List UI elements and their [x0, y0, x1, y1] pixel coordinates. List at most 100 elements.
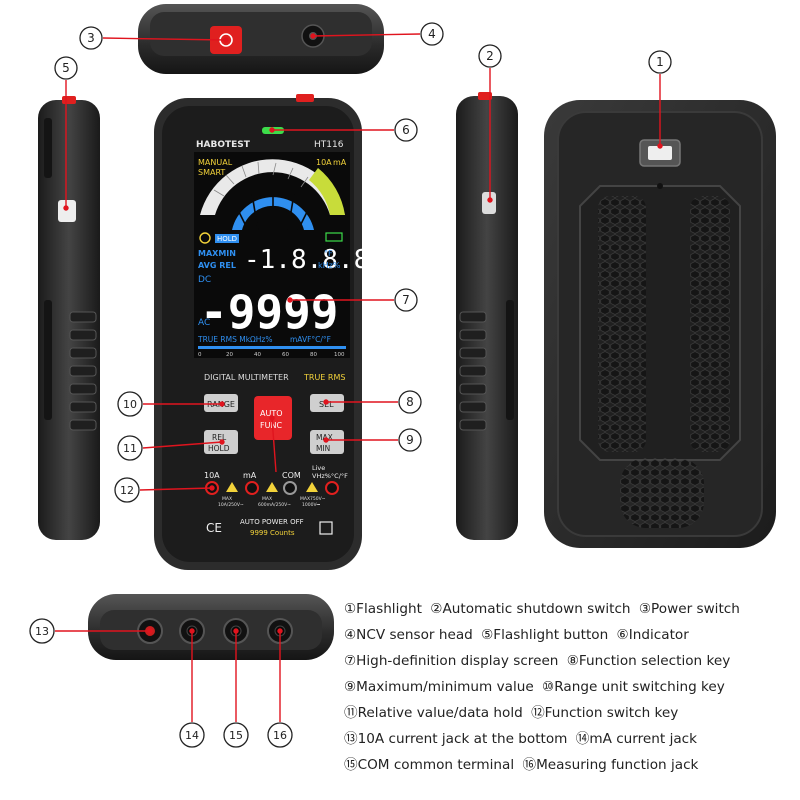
- svg-text:40: 40: [254, 352, 261, 358]
- svg-text:HOLD: HOLD: [208, 444, 230, 453]
- svg-text:6: 6: [402, 123, 410, 137]
- svg-text:600mA/250V~: 600mA/250V~: [258, 502, 291, 508]
- svg-text:13: 13: [35, 625, 49, 638]
- callout-2: 2: [478, 44, 502, 68]
- callout-7: 7: [394, 288, 418, 312]
- callout-11: 11: [117, 435, 143, 461]
- callout-badges: 1 2 3 4 5 6 7 8 9 10 11 12 13 14 15 16: [29, 22, 672, 748]
- svg-text:80: 80: [310, 352, 317, 358]
- auto-power-off-label: AUTO POWER OFF: [240, 518, 304, 526]
- function-dial: [200, 159, 345, 215]
- jack-live-label: Live: [312, 464, 325, 472]
- legend-item: ⑫Function switch key: [531, 705, 679, 721]
- svg-text:MAX: MAX: [316, 433, 333, 442]
- top-view: [138, 4, 384, 74]
- callout-10: 10: [117, 391, 143, 417]
- svg-text:MAX: MAX: [262, 496, 272, 502]
- bar-gauge: [232, 197, 314, 230]
- svg-text:14: 14: [185, 729, 199, 742]
- svg-text:MAX: MAX: [222, 496, 232, 502]
- callout-9: 9: [398, 428, 422, 452]
- callout-1: 1: [648, 50, 672, 74]
- svg-text:2: 2: [486, 49, 494, 63]
- auto-shutdown-switch[interactable]: [482, 192, 496, 214]
- jack-com[interactable]: [283, 481, 297, 495]
- legend-item: ⑦High-definition display screen: [344, 653, 559, 669]
- legend-item: ⑧Function selection key: [566, 653, 731, 669]
- lcd-maxmin: MAXMIN: [198, 249, 236, 258]
- legend-item: ⑮COM common terminal: [344, 757, 515, 773]
- flashlight-button[interactable]: [58, 200, 76, 222]
- legend-item: ①Flashlight: [344, 601, 422, 617]
- callout-4: 4: [420, 22, 444, 46]
- lcd-smart: SMART: [198, 168, 225, 177]
- legend-item: ⑯Measuring function jack: [522, 757, 699, 773]
- callout-15: 15: [223, 722, 249, 748]
- callout-6: 6: [394, 118, 418, 142]
- back-view: [544, 100, 776, 548]
- svg-text:7: 7: [402, 293, 410, 307]
- lcd-unit-khz: kHz%: [318, 261, 341, 270]
- jack-vhz-label: VHz%°C/°F: [312, 472, 348, 480]
- lcd-big-digits: -9999: [200, 285, 338, 339]
- legend-item: ②Automatic shutdown switch: [430, 601, 631, 617]
- svg-text:AUTO: AUTO: [260, 409, 283, 418]
- svg-text:20: 20: [226, 352, 233, 358]
- legend-row: ①Flashlight ②Automatic shutdown switch ③…: [344, 596, 784, 622]
- legend-row: ④NCV sensor head ⑤Flashlight button ⑥Ind…: [344, 622, 784, 648]
- lcd-manual: MANUAL: [198, 158, 233, 167]
- legend-item: ⑭mA current jack: [575, 731, 698, 747]
- legend-row: ⑨Maximum/minimum value ⑩Range unit switc…: [344, 674, 784, 700]
- svg-text:100: 100: [334, 352, 345, 358]
- legend-item: ③Power switch: [638, 601, 740, 617]
- svg-text:MIN: MIN: [316, 444, 330, 453]
- legend-item: ⑬10A current jack at the bottom: [344, 731, 568, 747]
- svg-text:MAX750V~: MAX750V~: [300, 496, 326, 502]
- lcd-unit-f: °F: [324, 249, 333, 258]
- lcd-ac: AC: [198, 318, 210, 328]
- svg-text:9: 9: [406, 433, 414, 447]
- svg-text:15: 15: [229, 729, 243, 742]
- svg-text:16: 16: [273, 729, 287, 742]
- lcd-avgrel: AVG REL: [198, 261, 236, 270]
- model-label: HT116: [314, 140, 344, 150]
- legend-item: ⑩Range unit switching key: [542, 679, 725, 695]
- legend-item: ⑪Relative value/data hold: [344, 705, 523, 721]
- svg-text:5: 5: [62, 61, 70, 75]
- callout-5: 5: [54, 56, 78, 80]
- svg-text:4: 4: [428, 27, 436, 41]
- label-true-rms: TRUE RMS: [303, 373, 345, 382]
- legend-item: ⑨Maximum/minimum value: [344, 679, 534, 695]
- jack-v[interactable]: [325, 481, 339, 495]
- svg-text:10A/250V~: 10A/250V~: [218, 502, 244, 508]
- legend-item: ⑥Indicator: [616, 627, 689, 643]
- bar-scale: 0 20 40 60 80 100: [198, 352, 345, 358]
- callout-8: 8: [398, 390, 422, 414]
- svg-text:FUNC: FUNC: [260, 421, 282, 430]
- label-digital-multimeter: DIGITAL MULTIMETER: [204, 373, 289, 382]
- legend-row: ⑮COM common terminal ⑯Measuring function…: [344, 752, 784, 778]
- svg-text:1000V⎓: 1000V⎓: [302, 502, 321, 508]
- jack-ma[interactable]: [245, 481, 259, 495]
- svg-text:60: 60: [282, 352, 289, 358]
- lcd-truerms-units: TRUE RMS MkΩHz%: [197, 335, 272, 344]
- lcd-ma: mA: [333, 158, 347, 167]
- legend-item: ⑤Flashlight button: [481, 627, 609, 643]
- lcd-units-right: mAVF°C/°F: [290, 335, 331, 344]
- jack-ma-label: mA: [243, 471, 257, 480]
- lcd-10a: 10A: [316, 158, 332, 167]
- svg-text:0: 0: [198, 352, 202, 358]
- counts-label: 9999 Counts: [250, 529, 295, 537]
- callout-13: 13: [29, 618, 55, 644]
- svg-text:12: 12: [120, 484, 134, 497]
- callout-lines: [55, 33, 663, 722]
- brand-logo: HABOTEST: [196, 140, 251, 150]
- svg-text:REL: REL: [212, 433, 227, 442]
- callout-14: 14: [179, 722, 205, 748]
- left-side-view: [38, 96, 100, 540]
- svg-text:10: 10: [123, 398, 137, 411]
- lcd-small-digits: -1.8.8.8: [244, 245, 369, 275]
- legend-row: ⑬10A current jack at the bottom ⑭mA curr…: [344, 726, 784, 752]
- svg-text:1: 1: [656, 55, 664, 69]
